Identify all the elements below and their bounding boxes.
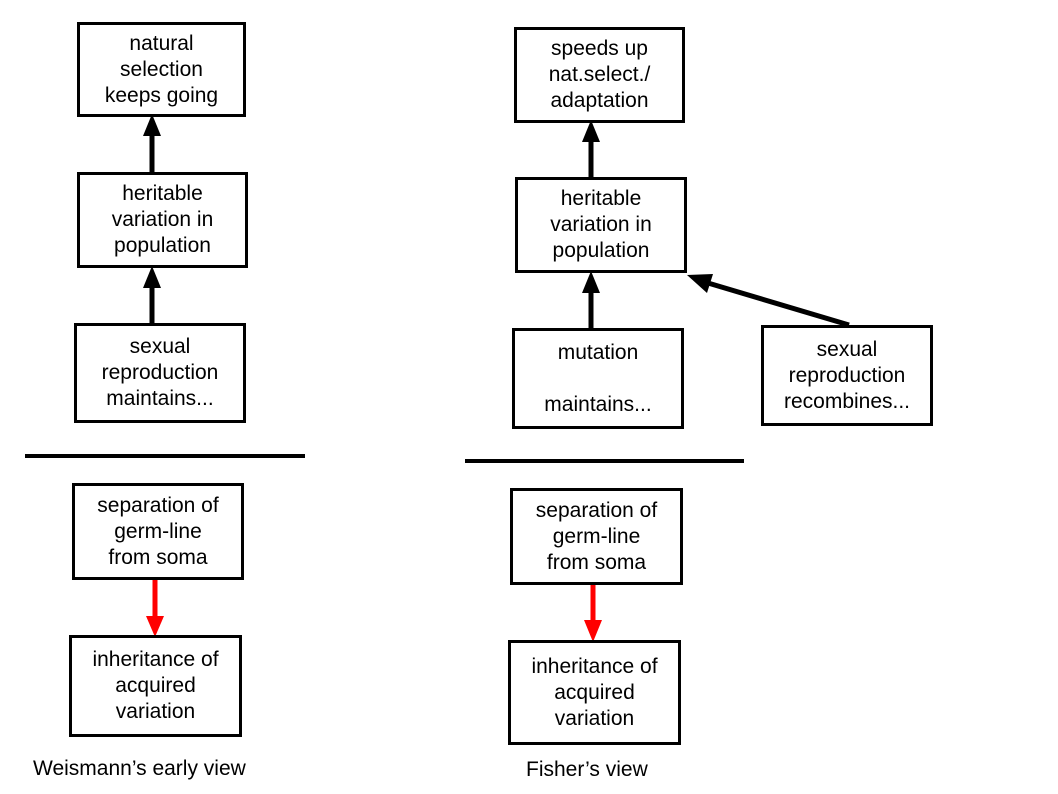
line-3: population: [552, 239, 650, 262]
right-box-separation: separation of germ-line from soma: [510, 488, 683, 585]
line-2: variation in: [111, 208, 214, 231]
right-red-arrowhead: [584, 620, 602, 642]
line-2: variation in: [550, 213, 652, 236]
right-box-sexual-reproduction: sexual reproduction recombines...: [761, 325, 933, 426]
line-2: reproduction: [788, 363, 906, 387]
line-1: natural: [129, 31, 194, 55]
line-3: adaptation: [550, 89, 649, 112]
left-box-inheritance: inheritance of acquired variation: [69, 635, 242, 737]
line-3: maintains...: [106, 387, 214, 410]
right-caption: Fisher’s view: [526, 758, 648, 781]
line-1: sexual: [816, 337, 878, 361]
line-2: selection: [120, 57, 203, 81]
left-box-separation: separation of germ-line from soma: [72, 483, 244, 580]
line-2: germ-line: [552, 524, 641, 548]
left-caption: Weismann’s early view: [33, 757, 246, 780]
line-3: keeps going: [104, 83, 219, 107]
line-1: heritable: [560, 187, 642, 210]
right-box-mutation: mutation maintains...: [512, 328, 684, 429]
left-red-arrowhead: [146, 616, 164, 637]
left-arrowhead-heritable: [143, 266, 161, 288]
right-arrow-sexual-to-heritable: [707, 280, 850, 328]
right-box-speeds-up: speeds up nat.select./ adaptation: [514, 27, 685, 123]
right-arrowhead-diagonal: [687, 274, 713, 293]
line-1: speeds up: [551, 37, 648, 60]
left-box-heritable-variation: heritable variation in population: [77, 172, 248, 268]
line-3: recombines...: [783, 389, 911, 413]
left-arrowhead-selection: [143, 114, 161, 136]
line-1: separation of: [535, 498, 658, 522]
left-box-natural-selection: natural selection keeps going: [77, 22, 246, 117]
line-3: variation: [554, 706, 635, 730]
line-3: variation: [115, 700, 196, 723]
line-2: germ-line: [114, 519, 202, 543]
line-1: sexual: [129, 335, 191, 358]
right-arrowhead-speeds: [582, 120, 600, 142]
line-3: maintains...: [544, 392, 652, 416]
right-box-heritable-variation: heritable variation in population: [515, 177, 687, 273]
line-3: from soma: [546, 550, 647, 574]
left-box-sexual-reproduction: sexual reproduction maintains...: [74, 323, 246, 423]
right-arrowhead-heritable: [582, 271, 600, 293]
line-1: separation of: [97, 493, 219, 517]
line-1: inheritance of: [92, 648, 219, 671]
line-2: reproduction: [101, 361, 219, 384]
right-box-inheritance: inheritance of acquired variation: [508, 640, 681, 745]
line-2: acquired: [115, 674, 196, 697]
line-1: mutation: [557, 340, 639, 364]
line-3: population: [114, 234, 211, 257]
line-1: inheritance of: [531, 654, 658, 678]
line-2: acquired: [554, 680, 635, 704]
line-1: heritable: [122, 182, 203, 205]
line-3: from soma: [108, 545, 208, 569]
line-2: nat.select./: [548, 63, 651, 86]
